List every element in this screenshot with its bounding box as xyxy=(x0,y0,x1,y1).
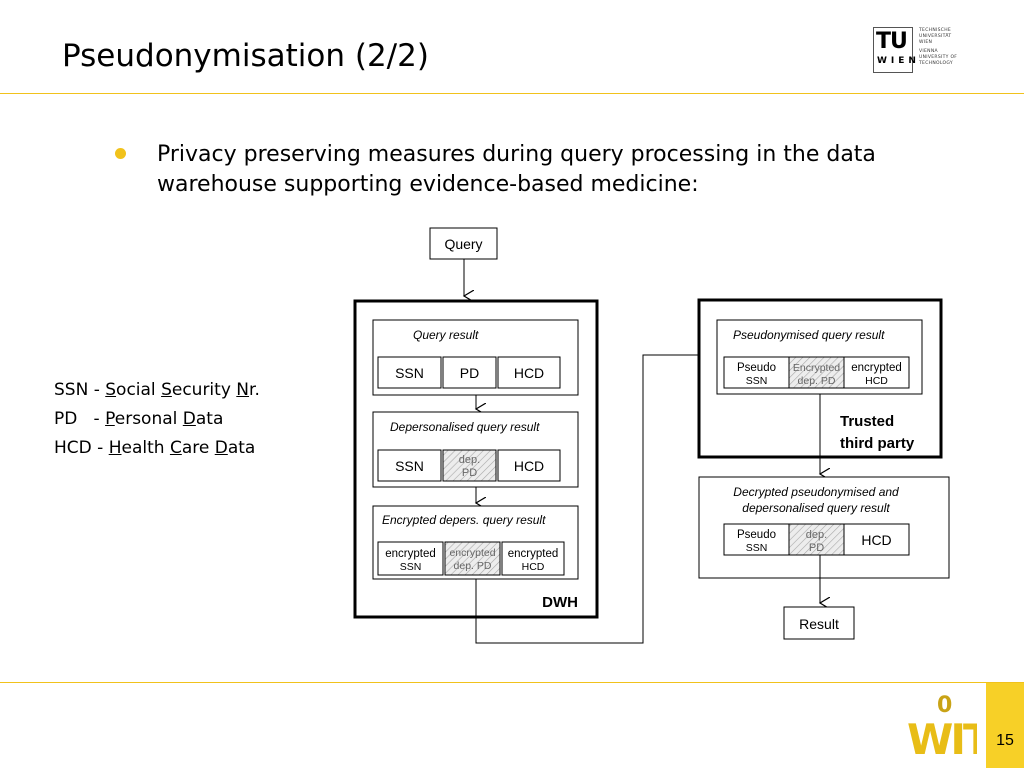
query-box xyxy=(429,227,498,260)
ps-enc-pd-label-1: Encrypted xyxy=(793,362,840,374)
dc-pseudo-label-2: SSN xyxy=(746,542,768,554)
enc-ssn-cell xyxy=(377,541,444,576)
dep-pd-cell xyxy=(442,449,497,482)
dc-pd-label-2: PD xyxy=(809,542,824,554)
enc-pd-cell xyxy=(444,541,501,576)
dc-pd-label-1: dep. xyxy=(806,529,827,541)
ps-hcd-label-2: HCD xyxy=(865,375,888,387)
footer-bar xyxy=(986,683,1024,768)
query-result-title: Query result xyxy=(413,328,479,342)
dc-pseudo-label-1: Pseudo xyxy=(737,529,776,541)
legend-rest: ecurity xyxy=(171,380,237,400)
dwh-label: DWH xyxy=(542,594,578,611)
qr-pd-cell xyxy=(442,356,497,389)
page-number: 15 xyxy=(996,732,1014,749)
logo-line: WIEN xyxy=(919,40,933,45)
dep-hcd-cell xyxy=(497,449,561,482)
enc-hcd-cell xyxy=(501,541,565,576)
bullet-text: Privacy preserving measures during query… xyxy=(157,142,876,197)
trusted-label-1: Trusted xyxy=(840,413,894,430)
wit-logo-top: 0 xyxy=(937,693,952,718)
dep-pd-label-1: dep. xyxy=(459,454,480,466)
enc-ssn-label-1: encrypted xyxy=(385,548,436,560)
dep-pd-label-2: PD xyxy=(462,467,477,479)
legend-rest: ealth xyxy=(121,438,170,458)
encrypted-depers-title: Encrypted depers. query result xyxy=(382,513,546,527)
ps-enc-pd-label-2: dep. PD xyxy=(798,375,836,387)
legend-hcd: HCD - Health Care Data xyxy=(54,438,255,458)
legend-initial: D xyxy=(182,409,196,429)
header-divider xyxy=(0,93,1024,94)
logo-caption: TECHNISCHE UNIVERSITÄT WIEN VIENNA UNIVE… xyxy=(919,28,957,67)
legend-initial: H xyxy=(108,438,122,458)
wit-logo-main: WIT xyxy=(907,715,977,758)
dc-hcd-label: HCD xyxy=(861,532,891,548)
legend-rest: are xyxy=(181,438,215,458)
logo-line: UNIVERSITÄT xyxy=(919,34,952,39)
dc-hcd-cell xyxy=(843,523,910,556)
ps-pseudo-label-1: Pseudo xyxy=(737,362,776,374)
legend-rest: r. xyxy=(249,380,260,400)
ps-hcd-cell xyxy=(843,356,910,389)
result-label: Result xyxy=(799,616,839,632)
wit-logo: 0 WIT xyxy=(907,693,977,758)
decrypted-title-1: Decrypted pseudonymised and xyxy=(733,485,899,499)
trusted-label-2: third party xyxy=(840,435,915,452)
legend-initial: N xyxy=(236,380,250,400)
legend-rest: ocial xyxy=(116,380,162,400)
legend-initial: S xyxy=(105,380,117,400)
legend-ssn: SSN - Social Security Nr. xyxy=(54,380,260,400)
logo-line: TECHNOLOGY xyxy=(919,61,953,66)
qr-ssn-label: SSN xyxy=(395,365,424,381)
dep-hcd-label: HCD xyxy=(514,458,544,474)
logo-line: UNIVERSITY OF xyxy=(919,55,958,60)
enc-pd-label-1: encrypted xyxy=(449,547,495,559)
tu-wien-logo: TU WIEN TECHNISCHE UNIVERSITÄT WIEN VIEN… xyxy=(873,27,963,75)
legend-abbr: HCD - xyxy=(54,438,109,458)
pseudonymised-title: Pseudonymised query result xyxy=(733,328,885,342)
enc-hcd-label-2: HCD xyxy=(522,561,545,573)
logo-line: TECHNISCHE xyxy=(919,28,952,33)
legend-initial: D xyxy=(214,438,228,458)
result-box xyxy=(783,606,855,640)
logo-line: VIENNA xyxy=(919,49,938,54)
enc-ssn-label-2: SSN xyxy=(400,561,422,573)
legend-abbr: SSN - xyxy=(54,380,106,400)
dep-ssn-label: SSN xyxy=(395,458,424,474)
legend-pd: PD - Personal Data xyxy=(54,409,223,429)
query-label: Query xyxy=(444,236,482,252)
legend-abbr: PD - xyxy=(54,409,106,429)
logo-tu-text: TU xyxy=(876,29,908,54)
legend-initial: P xyxy=(105,409,115,429)
legend-rest: ata xyxy=(195,409,224,429)
legend-rest: ersonal xyxy=(114,409,183,429)
footer-divider xyxy=(0,682,1024,683)
qr-hcd-cell xyxy=(497,356,561,389)
enc-hcd-label-1: encrypted xyxy=(508,548,559,560)
connector-dwh-to-ttp xyxy=(475,355,712,644)
enc-pd-label-2: dep. PD xyxy=(454,560,492,572)
qr-hcd-label: HCD xyxy=(514,365,544,381)
qr-pd-label: PD xyxy=(460,365,479,381)
ps-hcd-label-1: encrypted xyxy=(851,362,902,374)
qr-ssn-cell xyxy=(377,356,442,389)
logo-wien-text: WIEN xyxy=(877,56,920,66)
depersonalised-title: Depersonalised query result xyxy=(390,420,540,434)
ps-pseudo-label-2: SSN xyxy=(746,375,768,387)
legend-rest: ata xyxy=(227,438,256,458)
legend-initial: S xyxy=(161,380,172,400)
tu-wien-logo-mark: TU WIEN xyxy=(873,27,916,73)
decrypted-title-2: depersonalised query result xyxy=(742,501,890,515)
dep-ssn-cell xyxy=(377,449,442,482)
slide-title: Pseudonymisation (2/2) xyxy=(62,38,429,74)
legend-initial: C xyxy=(169,438,182,458)
bullet-dot-icon xyxy=(115,148,126,159)
